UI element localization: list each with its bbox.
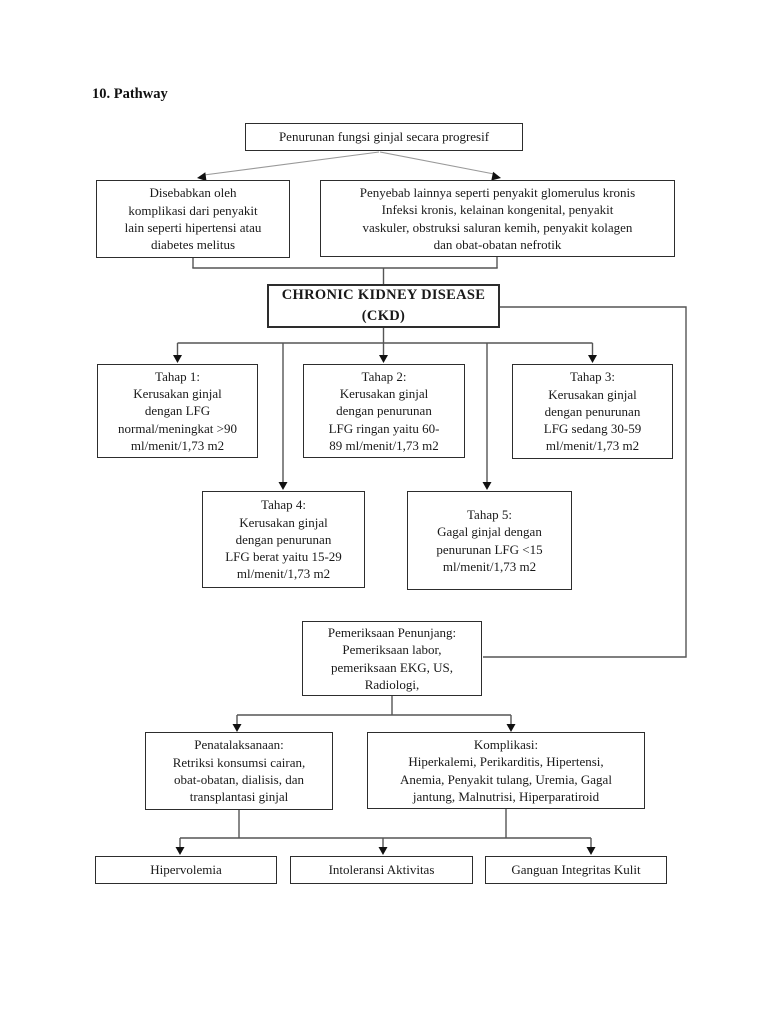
node-tahap-5: Tahap 5: Gagal ginjal dengan penurunan L… <box>407 491 572 590</box>
node-pemeriksaan-penunjang: Pemeriksaan Penunjang: Pemeriksaan labor… <box>302 621 482 696</box>
page-title: 10. Pathway <box>92 86 168 102</box>
connector-ckd-to-pemeriksaan <box>483 306 687 658</box>
node-chronic-kidney-disease: CHRONIC KIDNEY DISEASE (CKD) <box>267 284 500 328</box>
connector-pemeriksaan-to-actions <box>232 695 516 732</box>
arrow-progresif-to-disebabkan <box>197 151 380 182</box>
connector-ckd-to-stages <box>173 327 597 490</box>
node-tahap-2: Tahap 2: Kerusakan ginjal dengan penurun… <box>303 364 465 458</box>
node-penatalaksanaan: Penatalaksanaan: Retriksi konsumsi caira… <box>145 732 333 810</box>
arrow-progresif-to-penyebab <box>379 151 501 181</box>
node-penyebab-lainnya: Penyebab lainnya seperti penyakit glomer… <box>320 180 675 257</box>
node-tahap-3: Tahap 3: Kerusakan ginjal dengan penurun… <box>512 364 673 459</box>
node-penurunan-fungsi-ginjal: Penurunan fungsi ginjal secara progresif <box>245 123 523 151</box>
node-intoleransi-aktivitas: Intoleransi Aktivitas <box>290 856 473 884</box>
connector-actions-to-diagnoses <box>175 808 596 855</box>
node-ganguan-integritas-kulit: Ganguan Integritas Kulit <box>485 856 667 884</box>
node-hipervolemia: Hipervolemia <box>95 856 277 884</box>
connector-causes-to-ckd <box>192 256 498 285</box>
node-komplikasi: Komplikasi: Hiperkalemi, Perikarditis, H… <box>367 732 645 809</box>
node-tahap-1: Tahap 1: Kerusakan ginjal dengan LFG nor… <box>97 364 258 458</box>
node-disebabkan-komplikasi: Disebabkan oleh komplikasi dari penyakit… <box>96 180 290 258</box>
node-tahap-4: Tahap 4: Kerusakan ginjal dengan penurun… <box>202 491 365 588</box>
